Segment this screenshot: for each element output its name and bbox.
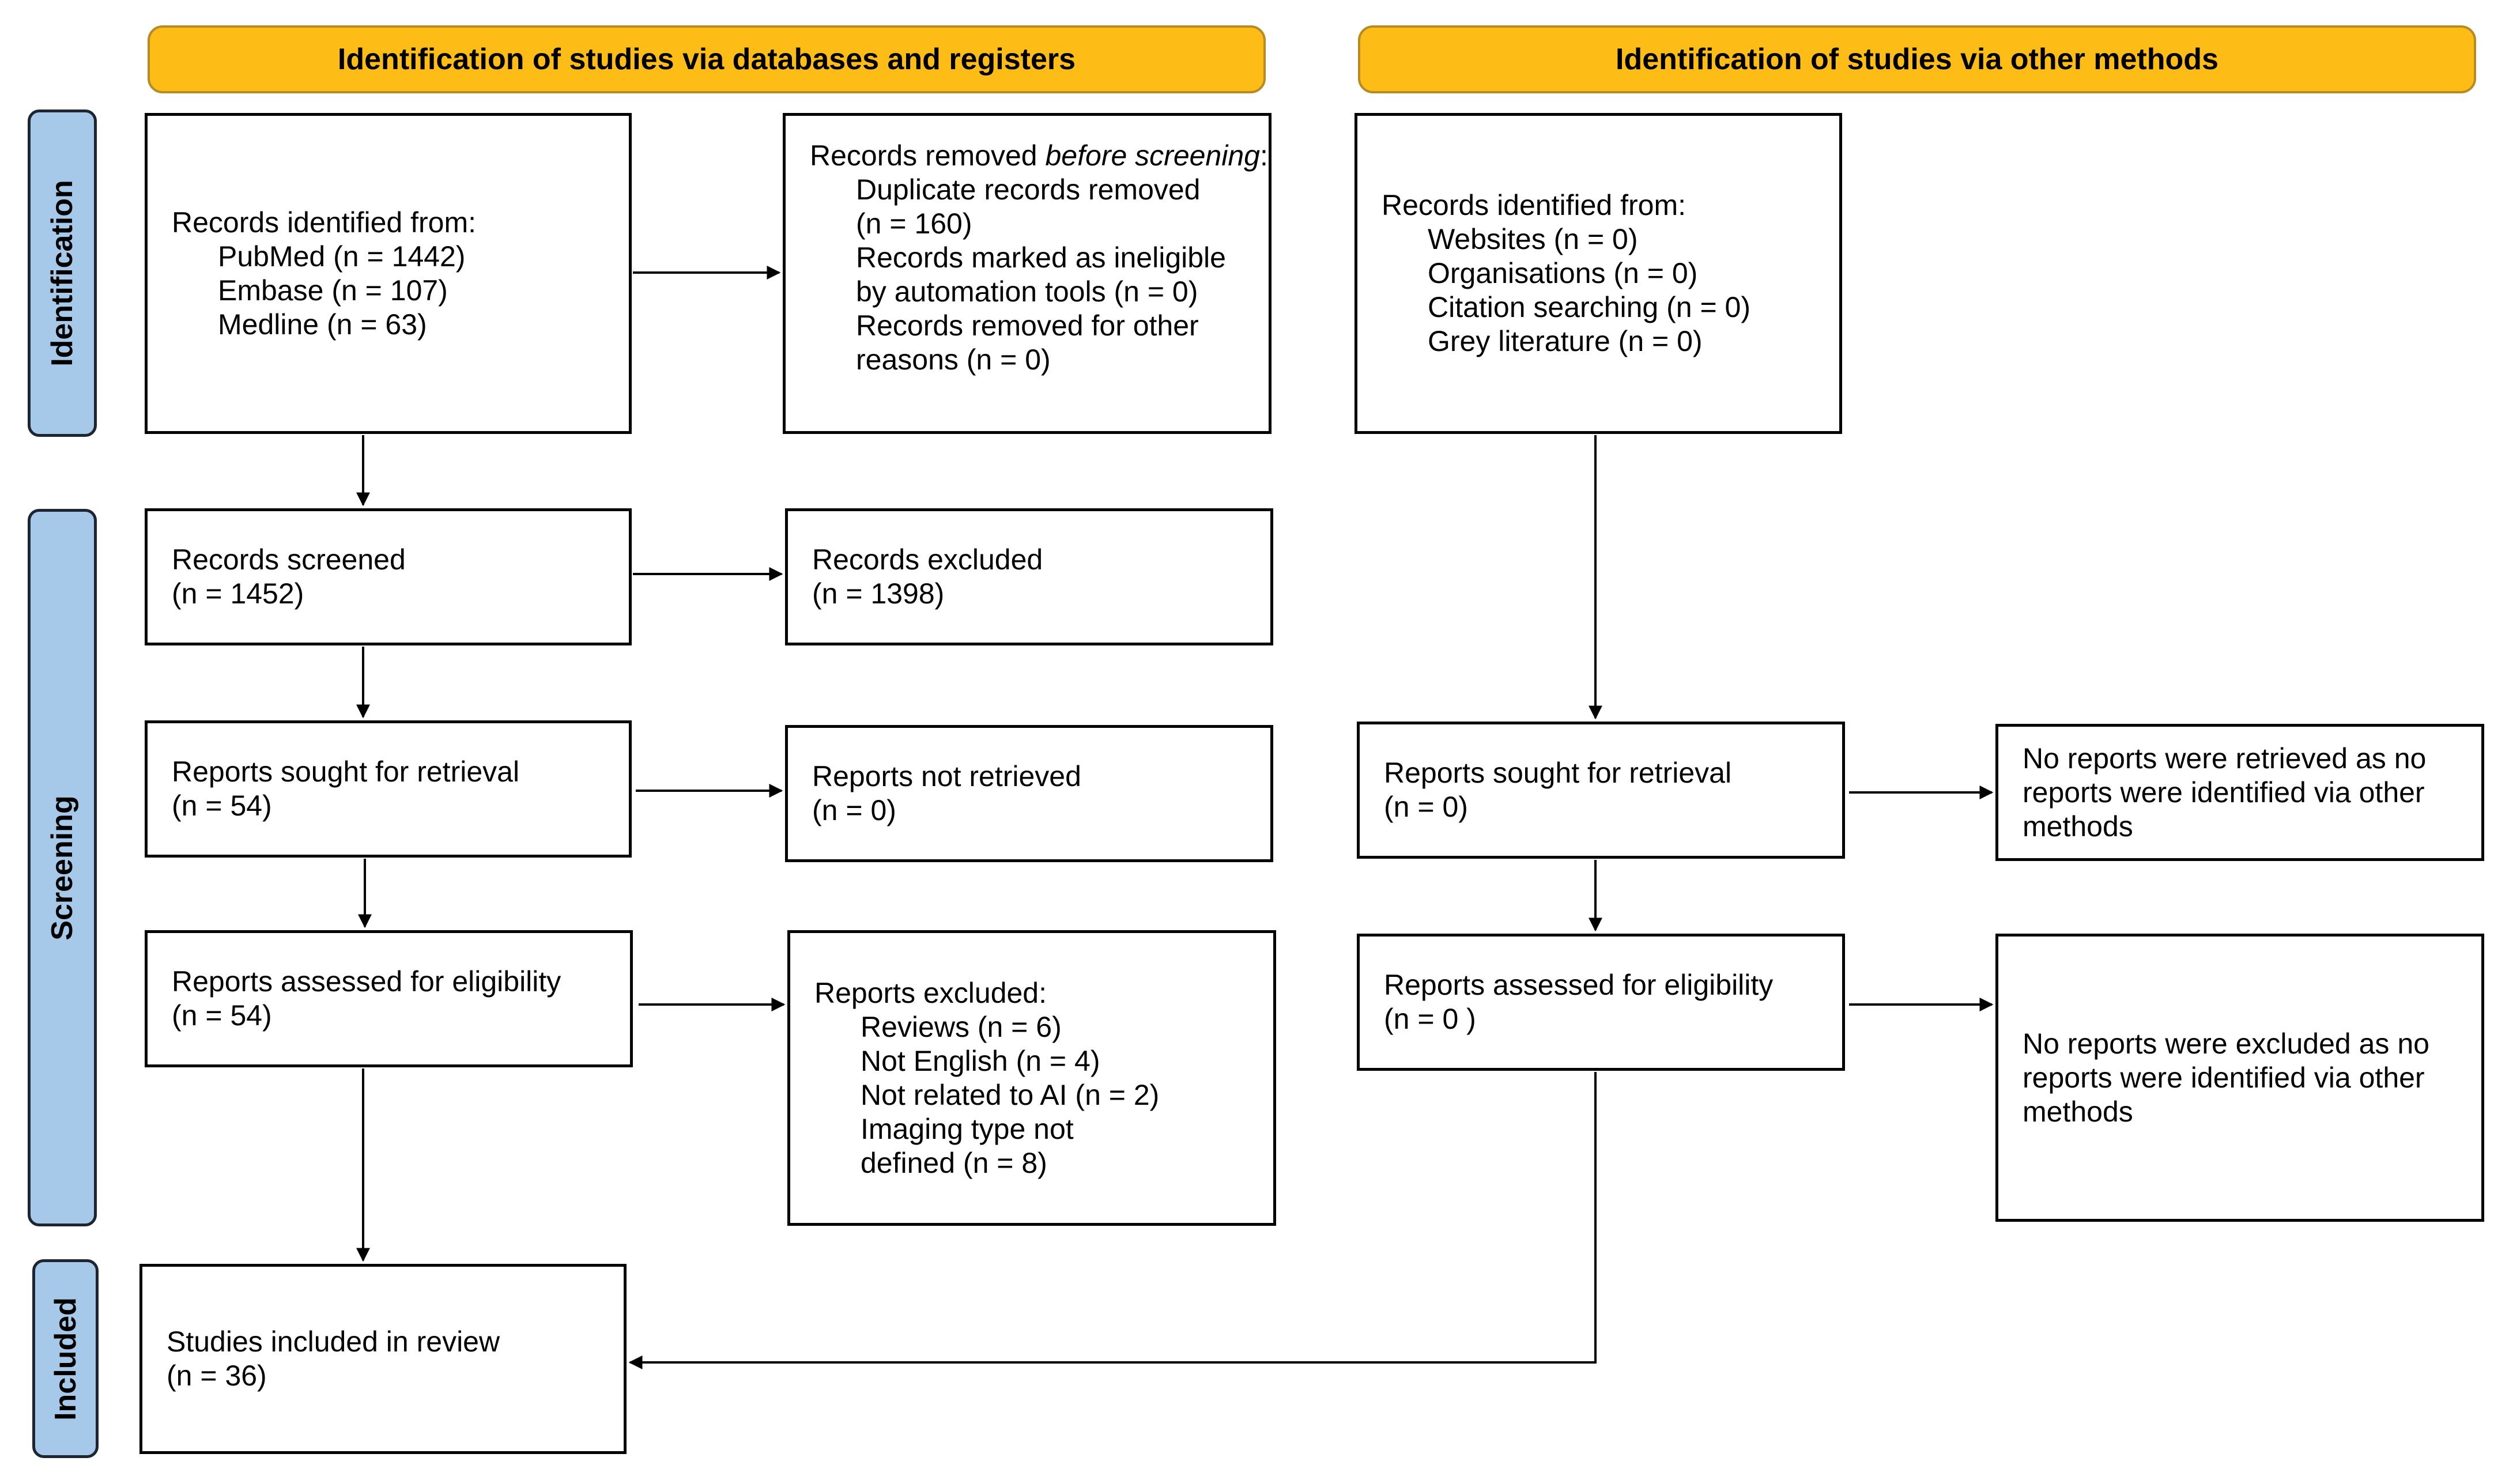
other-reports-sought-count: (n = 0) [1384, 791, 1468, 823]
studies-included-box: Studies included in review (n = 36) [139, 1264, 627, 1454]
other-not-retrieved-line: No reports were retrieved as no [2023, 742, 2427, 775]
records-removed-before-screening-box: Records removed before screening: Duplic… [783, 113, 1272, 434]
other-reports-sought-label: Reports sought for retrieval [1384, 757, 1732, 789]
phase-included: Included [32, 1259, 99, 1458]
other-assessed-label: Reports assessed for eligibility [1384, 969, 1774, 1001]
db-reports-sought-count: (n = 54) [172, 790, 272, 822]
other-identified-item: Organisations (n = 0) [1428, 257, 1698, 289]
other-identified-item: Websites (n = 0) [1428, 223, 1638, 255]
studies-included-label: Studies included in review [167, 1326, 500, 1358]
removed-before-line: by automation tools (n = 0) [856, 275, 1198, 308]
db-reports-assessed-box: Reports assessed for eligibility (n = 54… [145, 930, 633, 1067]
db-reports-excluded-box: Reports excluded: Reviews (n = 6) Not En… [787, 930, 1276, 1226]
db-identified-title: Records identified from: [172, 206, 477, 239]
phase-identification-label: Identification [46, 180, 79, 367]
db-reports-not-retrieved-box: Reports not retrieved (n = 0) [785, 725, 1273, 862]
other-excluded-line: reports were identified via other [2023, 1061, 2425, 1094]
header-other-methods-text: Identification of studies via other meth… [1616, 43, 2219, 76]
removed-before-line: (n = 160) [856, 207, 972, 240]
other-excluded-line: methods [2023, 1095, 2133, 1128]
db-reports-excluded-item: defined (n = 8) [861, 1146, 1047, 1179]
db-identified-item: Medline (n = 63) [218, 308, 427, 341]
db-assessed-label: Reports assessed for eligibility [172, 965, 561, 998]
header-databases: Identification of studies via databases … [148, 25, 1266, 93]
removed-before-line: Records marked as ineligible [856, 241, 1226, 274]
other-reports-excluded-box: No reports were excluded as no reports w… [1995, 934, 2484, 1222]
db-reports-excluded-item: Not related to AI (n = 2) [861, 1078, 1160, 1111]
db-not-retrieved-label: Reports not retrieved [812, 760, 1081, 792]
records-excluded-label: Records excluded [812, 543, 1043, 576]
removed-before-title-suffix: : [1259, 139, 1268, 172]
other-not-retrieved-box: No reports were retrieved as no reports … [1995, 724, 2484, 861]
other-identified-item: Citation searching (n = 0) [1428, 291, 1751, 323]
other-identified-item: Grey literature (n = 0) [1428, 325, 1703, 357]
header-databases-text: Identification of studies via databases … [337, 43, 1076, 76]
records-screened-label: Records screened [172, 543, 406, 576]
db-assessed-count: (n = 54) [172, 999, 272, 1032]
db-reports-excluded-item: Reviews (n = 6) [861, 1010, 1062, 1043]
removed-before-title-prefix: Records removed [810, 139, 1046, 172]
phase-screening-label: Screening [46, 795, 79, 941]
header-other-methods: Identification of studies via other meth… [1358, 25, 2476, 93]
other-reports-assessed-box: Reports assessed for eligibility (n = 0 … [1357, 934, 1845, 1071]
records-excluded-box: Records excluded (n = 1398) [785, 508, 1273, 645]
db-reports-excluded-title: Reports excluded: [814, 976, 1047, 1009]
removed-before-line: Duplicate records removed [856, 173, 1201, 206]
other-not-retrieved-line: reports were identified via other [2023, 776, 2425, 809]
studies-included-count: (n = 36) [167, 1360, 267, 1392]
records-excluded-count: (n = 1398) [812, 577, 945, 610]
other-reports-sought-box: Reports sought for retrieval (n = 0) [1357, 722, 1845, 859]
db-reports-sought-label: Reports sought for retrieval [172, 756, 520, 788]
db-records-identified-box: Records identified from: PubMed (n = 144… [145, 113, 632, 434]
other-not-retrieved-line: methods [2023, 810, 2133, 843]
removed-before-line: Records removed for other [856, 309, 1199, 342]
db-reports-excluded-item: Not English (n = 4) [861, 1044, 1100, 1077]
db-identified-item: Embase (n = 107) [218, 274, 448, 307]
other-records-identified-box: Records identified from: Websites (n = 0… [1355, 113, 1842, 434]
phase-screening: Screening [28, 509, 97, 1226]
records-screened-box: Records screened (n = 1452) [145, 508, 632, 645]
db-not-retrieved-count: (n = 0) [812, 794, 896, 826]
arrow-other-assessed-to-included [628, 1072, 1597, 1369]
db-reports-excluded-item: Imaging type not [861, 1112, 1074, 1145]
removed-before-line: reasons (n = 0) [856, 343, 1051, 376]
phase-identification: Identification [28, 109, 97, 437]
other-assessed-count: (n = 0 ) [1384, 1003, 1476, 1035]
removed-before-title-italic: before screening [1045, 139, 1260, 172]
records-screened-count: (n = 1452) [172, 577, 304, 610]
phase-included-label: Included [48, 1297, 82, 1421]
other-excluded-line: No reports were excluded as no [2023, 1027, 2429, 1060]
removed-before-title: Records removed before screening: [810, 139, 1268, 173]
db-identified-item: PubMed (n = 1442) [218, 240, 466, 273]
db-reports-sought-box: Reports sought for retrieval (n = 54) [145, 720, 632, 858]
other-identified-title: Records identified from: [1382, 189, 1686, 221]
